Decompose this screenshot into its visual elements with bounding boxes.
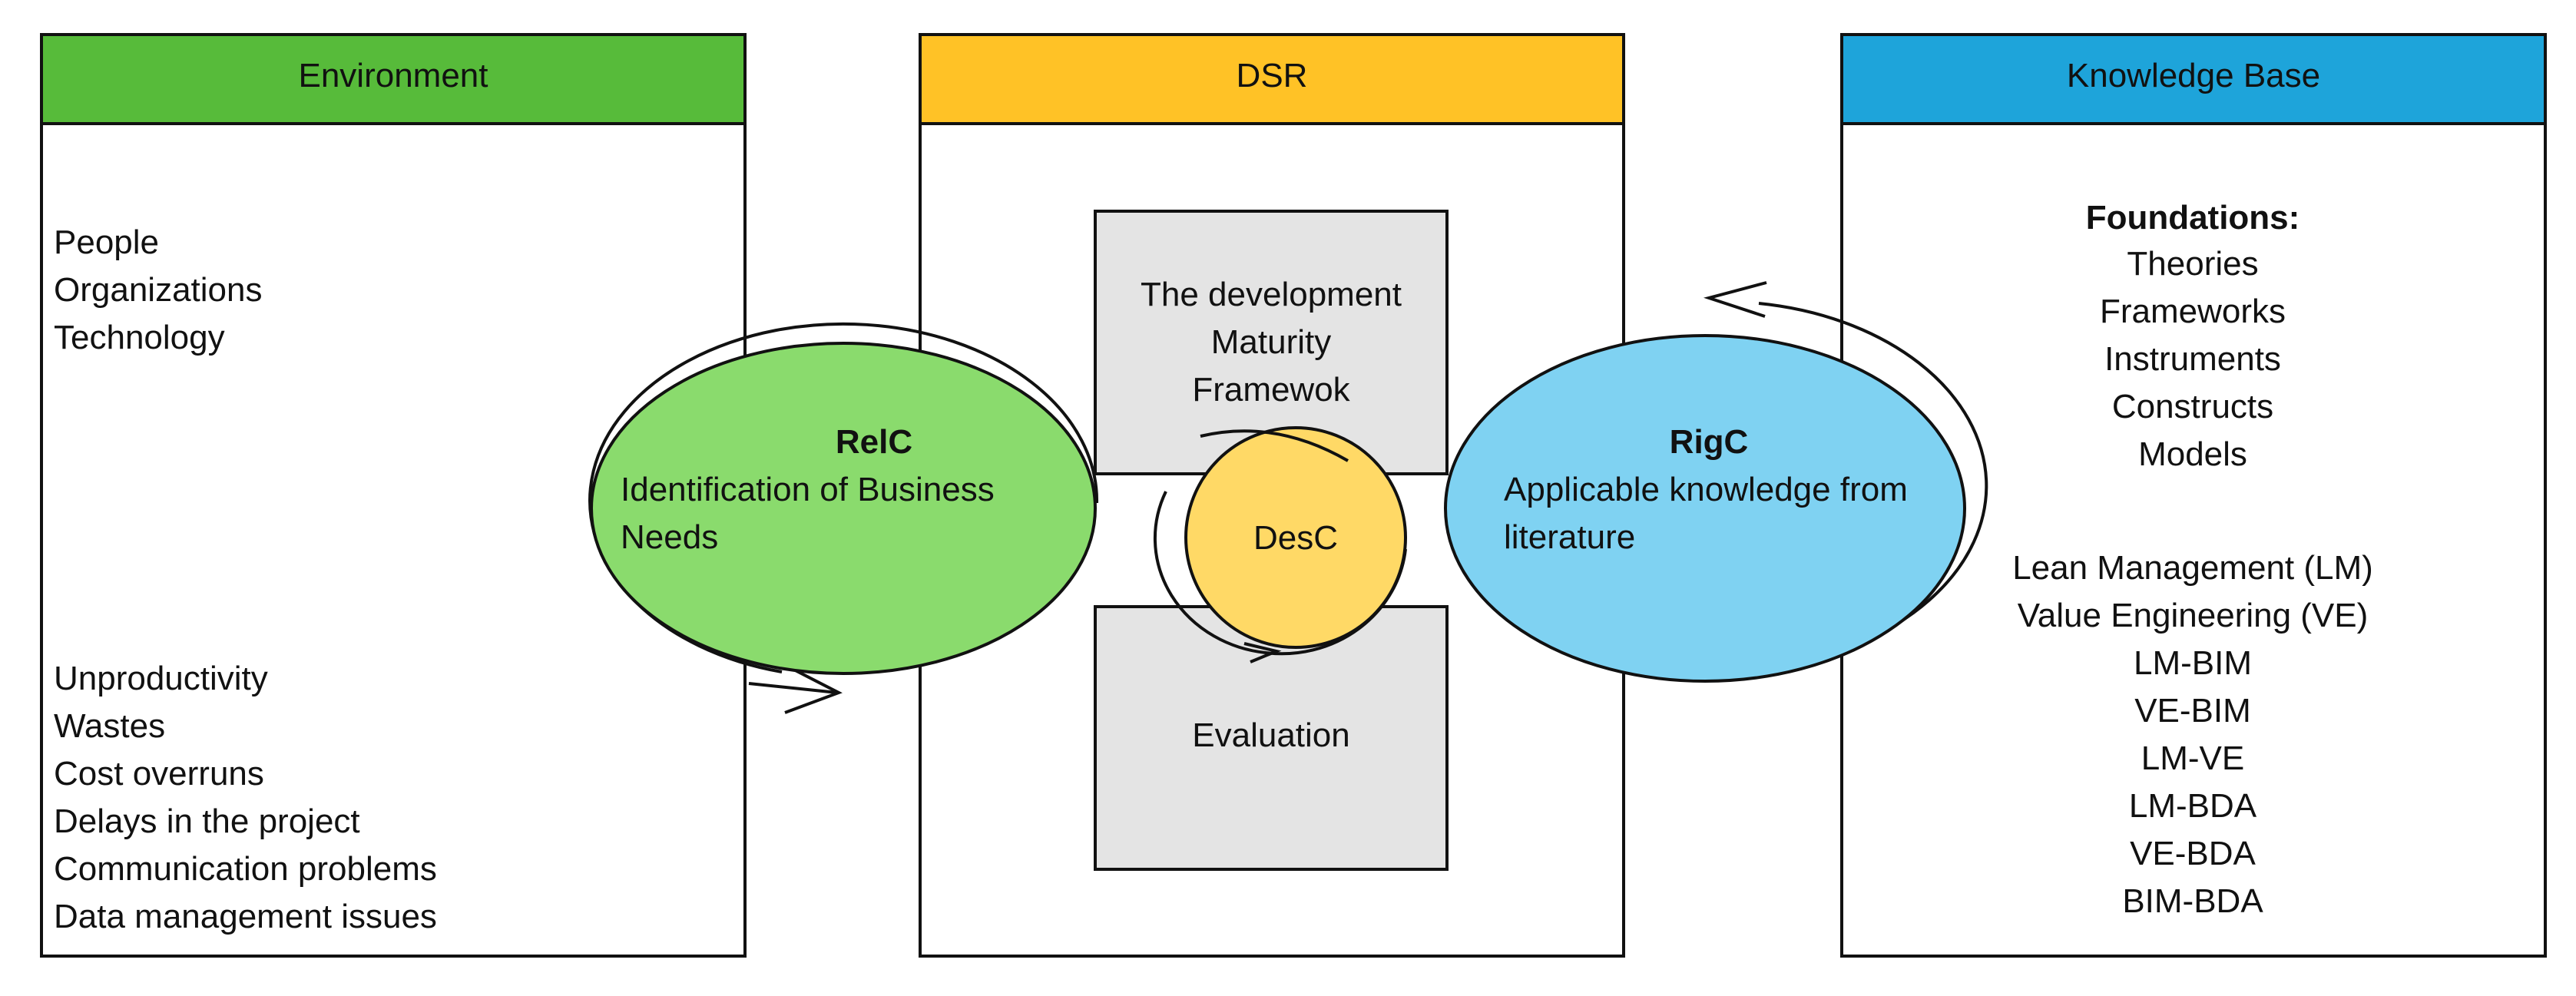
desc-circle: [1184, 426, 1407, 649]
knowledge-topic-item: Lean Management (LM): [2012, 549, 2373, 587]
environment-problem-item: Delays in the project: [54, 802, 360, 840]
environment-problem-item: Communication problems: [54, 850, 437, 888]
dsr-title: DSR: [1237, 57, 1308, 94]
foundation-item: Frameworks: [2100, 293, 2286, 330]
rigc-ellipse: [1444, 334, 1966, 683]
development-box-line: Maturity: [1211, 323, 1331, 361]
relc-title: RelC: [836, 423, 912, 461]
rigc-title: RigC: [1670, 423, 1749, 461]
environment-header: [40, 33, 747, 125]
knowledge-base-header: [1840, 33, 2547, 125]
foundations-title: Foundations:: [2086, 199, 2300, 237]
desc-arrowhead: [1243, 642, 1282, 663]
environment-top-item: Technology: [54, 319, 225, 356]
relc-arrowhead: [783, 663, 843, 714]
knowledge-topic-item: LM-VE: [2141, 740, 2244, 777]
foundation-item: Instruments: [2104, 340, 2281, 378]
dsr-header: [919, 33, 1625, 125]
knowledge-topic-item: Value Engineering (VE): [2018, 597, 2369, 634]
relc-line: Identification of Business: [621, 471, 995, 508]
environment-title: Environment: [298, 57, 488, 94]
knowledge-base-title: Knowledge Base: [2067, 57, 2320, 94]
development-box-line: Framewok: [1192, 371, 1350, 409]
development-box-line: The development: [1141, 276, 1402, 313]
foundation-item: Constructs: [2112, 388, 2273, 425]
knowledge-base-panel: Knowledge Base Foundations: Theories Fra…: [1840, 33, 2547, 958]
rigc-cycle: RigC Applicable knowledge from literatur…: [1444, 281, 1988, 683]
environment-problem-item: Cost overruns: [54, 755, 264, 792]
knowledge-topic-item: VE-BIM: [2134, 692, 2251, 730]
knowledge-topic-item: LM-BDA: [2129, 787, 2257, 825]
foundation-item: Models: [2138, 435, 2247, 473]
desc-cycle: DesC: [1153, 426, 1407, 663]
environment-top-item: People: [54, 223, 159, 261]
relc-line: Needs: [621, 518, 718, 556]
knowledge-topic-item: VE-BDA: [2130, 835, 2256, 872]
foundation-item: Theories: [2127, 245, 2258, 283]
knowledge-topic-item: LM-BIM: [2134, 644, 2252, 682]
relc-cycle: RelC Identification of Business Needs: [588, 322, 1099, 714]
rigc-line: literature: [1504, 518, 1635, 556]
relc-ellipse: [590, 342, 1097, 675]
environment-problem-item: Unproductivity: [54, 660, 268, 697]
rigc-line: Applicable knowledge from: [1504, 471, 1908, 508]
rigc-arrowhead: [1703, 281, 1767, 318]
environment-problem-item: Data management issues: [54, 898, 437, 935]
evaluation-label: Evaluation: [1192, 716, 1349, 754]
desc-label: DesC: [1253, 519, 1338, 557]
environment-problem-item: Wastes: [54, 707, 165, 745]
environment-top-item: Organizations: [54, 271, 262, 309]
knowledge-topic-item: BIM-BDA: [2122, 882, 2263, 920]
